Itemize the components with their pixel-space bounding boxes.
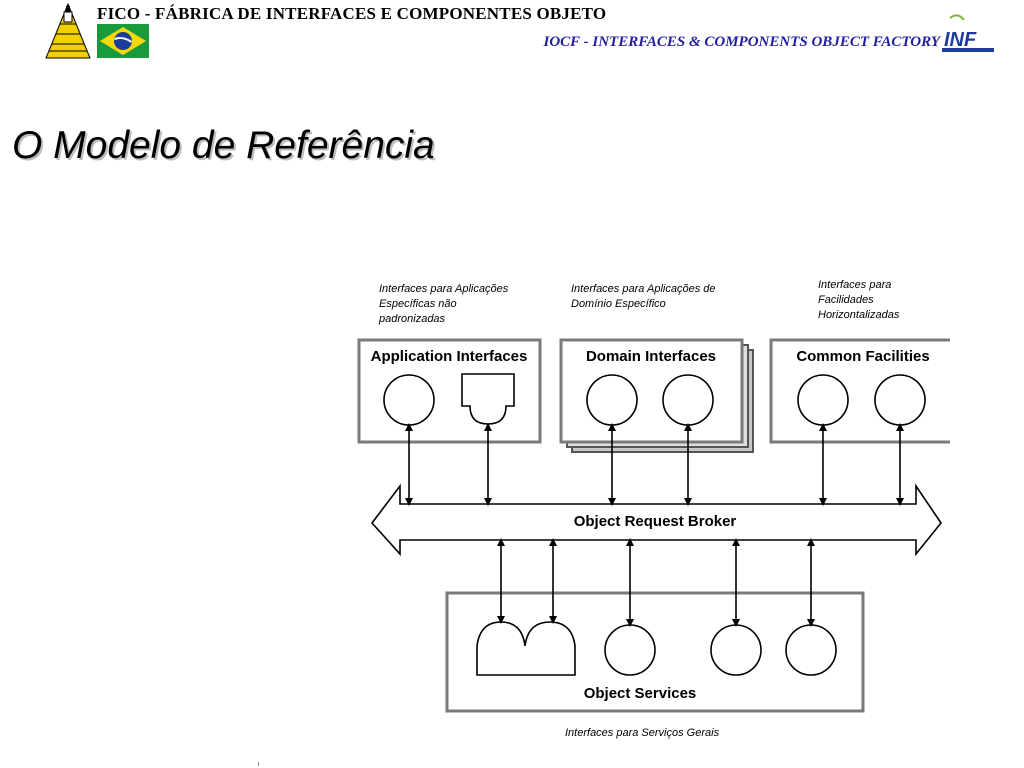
note-services: Interfaces para Serviços Gerais xyxy=(565,727,720,739)
header-title: FICO - FÁBRICA DE INTERFACES E COMPONENT… xyxy=(97,4,607,23)
page-title: O Modelo de Referência xyxy=(12,124,435,167)
common-facilities-label: Common Facilities xyxy=(796,348,929,365)
lower-connectors xyxy=(497,538,815,627)
note-application: Interfaces para Aplicações Específicas n… xyxy=(378,283,511,325)
note-domain: Interfaces para Aplicações de Domínio Es… xyxy=(571,283,719,310)
application-interfaces-box: Application Interfaces xyxy=(357,338,542,444)
interface-circle xyxy=(662,374,714,426)
service-circle xyxy=(785,624,837,676)
application-interfaces-label: Application Interfaces xyxy=(371,348,528,365)
interface-circle xyxy=(586,374,638,426)
broker-label: Object Request Broker xyxy=(574,513,737,530)
divider-mark xyxy=(258,762,259,766)
domain-interfaces-label: Domain Interfaces xyxy=(586,348,716,365)
brazil-flag-icon xyxy=(97,24,149,58)
reference-model-diagram: Interfaces para Aplicações Específicas n… xyxy=(357,279,950,739)
interface-circle xyxy=(383,374,435,426)
interface-circle xyxy=(797,374,849,426)
inf-logo-icon: INF xyxy=(942,14,994,52)
pyramid-logo-icon xyxy=(45,2,91,59)
interface-circle xyxy=(874,374,926,426)
common-facilities-box: Common Facilities xyxy=(769,338,950,444)
service-component-shape xyxy=(476,621,576,676)
object-services-label: Object Services xyxy=(584,685,697,702)
object-services-box: Object Services xyxy=(445,591,865,713)
object-request-broker-bus: Object Request Broker xyxy=(370,483,942,557)
svg-text:INF: INF xyxy=(944,29,977,51)
service-circle xyxy=(710,624,762,676)
header-subtitle: IOCF - INTERFACES & COMPONENTS OBJECT FA… xyxy=(543,34,940,50)
service-circle xyxy=(604,624,656,676)
domain-interfaces-box: Domain Interfaces xyxy=(559,338,754,453)
note-facilities: Interfaces para Facilidades Horizontaliz… xyxy=(818,279,900,321)
upper-connectors xyxy=(405,423,904,506)
